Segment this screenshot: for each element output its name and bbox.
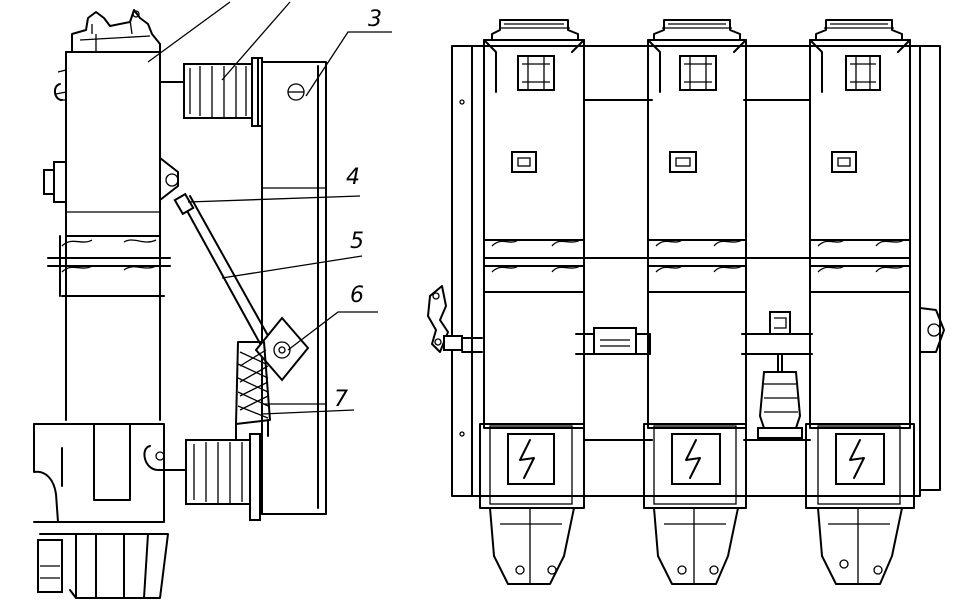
upper-bushing <box>159 57 263 127</box>
pole-right <box>805 19 915 585</box>
pivot-plate <box>254 316 310 382</box>
callout-4: 4 <box>346 165 360 190</box>
pole-top-cap <box>71 9 161 53</box>
callout-7: 7 <box>334 387 348 412</box>
pole-middle <box>643 19 747 585</box>
main-shaft <box>461 327 813 355</box>
side-bearing <box>919 307 945 353</box>
insulating-rod <box>159 157 277 359</box>
auxiliary-unit <box>757 311 803 439</box>
support-plate <box>261 61 327 515</box>
callout-3: 3 <box>368 7 382 32</box>
callout-6: 6 <box>350 283 364 308</box>
flexible-braid <box>235 341 271 441</box>
pole-base-frame <box>33 423 189 599</box>
lower-bushing <box>185 433 261 521</box>
front-view <box>427 19 945 585</box>
operating-lever <box>427 285 463 353</box>
callout-5: 5 <box>350 229 364 254</box>
side-view <box>33 1 392 599</box>
pole-left <box>479 19 585 585</box>
pole-cylinder <box>43 34 171 421</box>
leader-lines <box>147 1 392 415</box>
